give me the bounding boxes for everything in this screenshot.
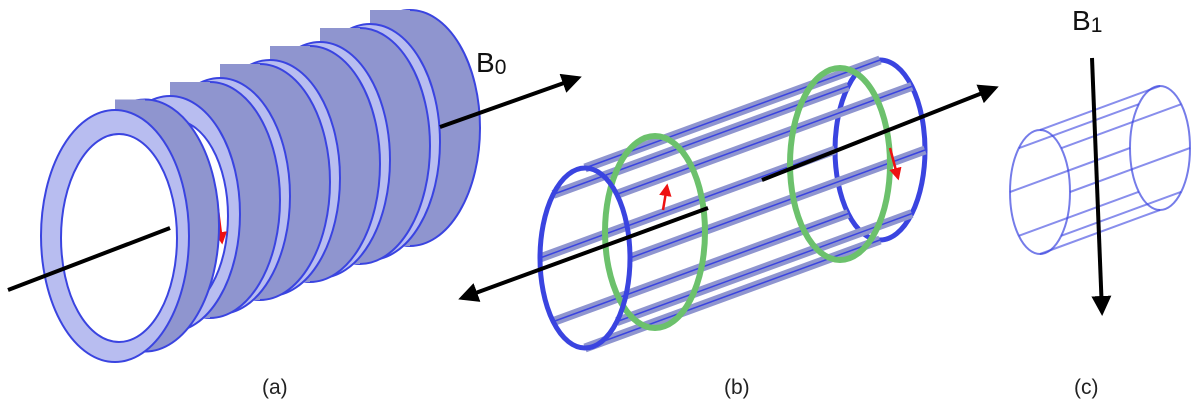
caption-c: (c) bbox=[1074, 376, 1099, 399]
current-arrow-icon bbox=[659, 183, 672, 211]
birdcage-end-ring bbox=[1009, 129, 1071, 255]
cage-rung-edge bbox=[539, 149, 836, 259]
b0-field-arrow-icon bbox=[439, 73, 582, 129]
birdcage-rung bbox=[1060, 103, 1182, 150]
birdcage-rung bbox=[1018, 103, 1140, 150]
rf-birdcage-coil-icon bbox=[1009, 85, 1191, 255]
cage-rung-edge bbox=[616, 212, 913, 323]
current-arrow-icon bbox=[888, 147, 902, 181]
birdcage-rung bbox=[1018, 190, 1140, 237]
caption-a: (a) bbox=[262, 376, 288, 399]
magnet-ring bbox=[40, 98, 220, 363]
b0-axis-back bbox=[7, 226, 171, 292]
b0-label: B0 bbox=[476, 47, 506, 79]
birdcage-rung bbox=[1069, 147, 1191, 193]
shim-ring bbox=[787, 65, 893, 263]
birdcage-rung bbox=[1060, 190, 1182, 237]
gradient-axis-arrow-icon bbox=[458, 206, 709, 302]
ring-bore bbox=[60, 133, 178, 343]
birdcage-rung bbox=[1039, 85, 1161, 131]
shim-ring bbox=[602, 133, 708, 331]
cage-end-ring bbox=[537, 165, 633, 351]
gradient-axis-arrow-icon bbox=[761, 84, 999, 182]
caption-b: (b) bbox=[724, 376, 750, 399]
main-magnet-rings-icon bbox=[40, 9, 481, 363]
gradient-coil-cage-icon bbox=[458, 55, 999, 353]
cage-rung-edge bbox=[584, 59, 881, 169]
birdcage-rung bbox=[1009, 147, 1131, 193]
cage-rung-edge bbox=[616, 85, 913, 196]
b1-field-arrow-icon bbox=[1090, 57, 1112, 316]
b1-label: B1 bbox=[1072, 5, 1102, 37]
cage-rung-edge bbox=[629, 149, 926, 259]
